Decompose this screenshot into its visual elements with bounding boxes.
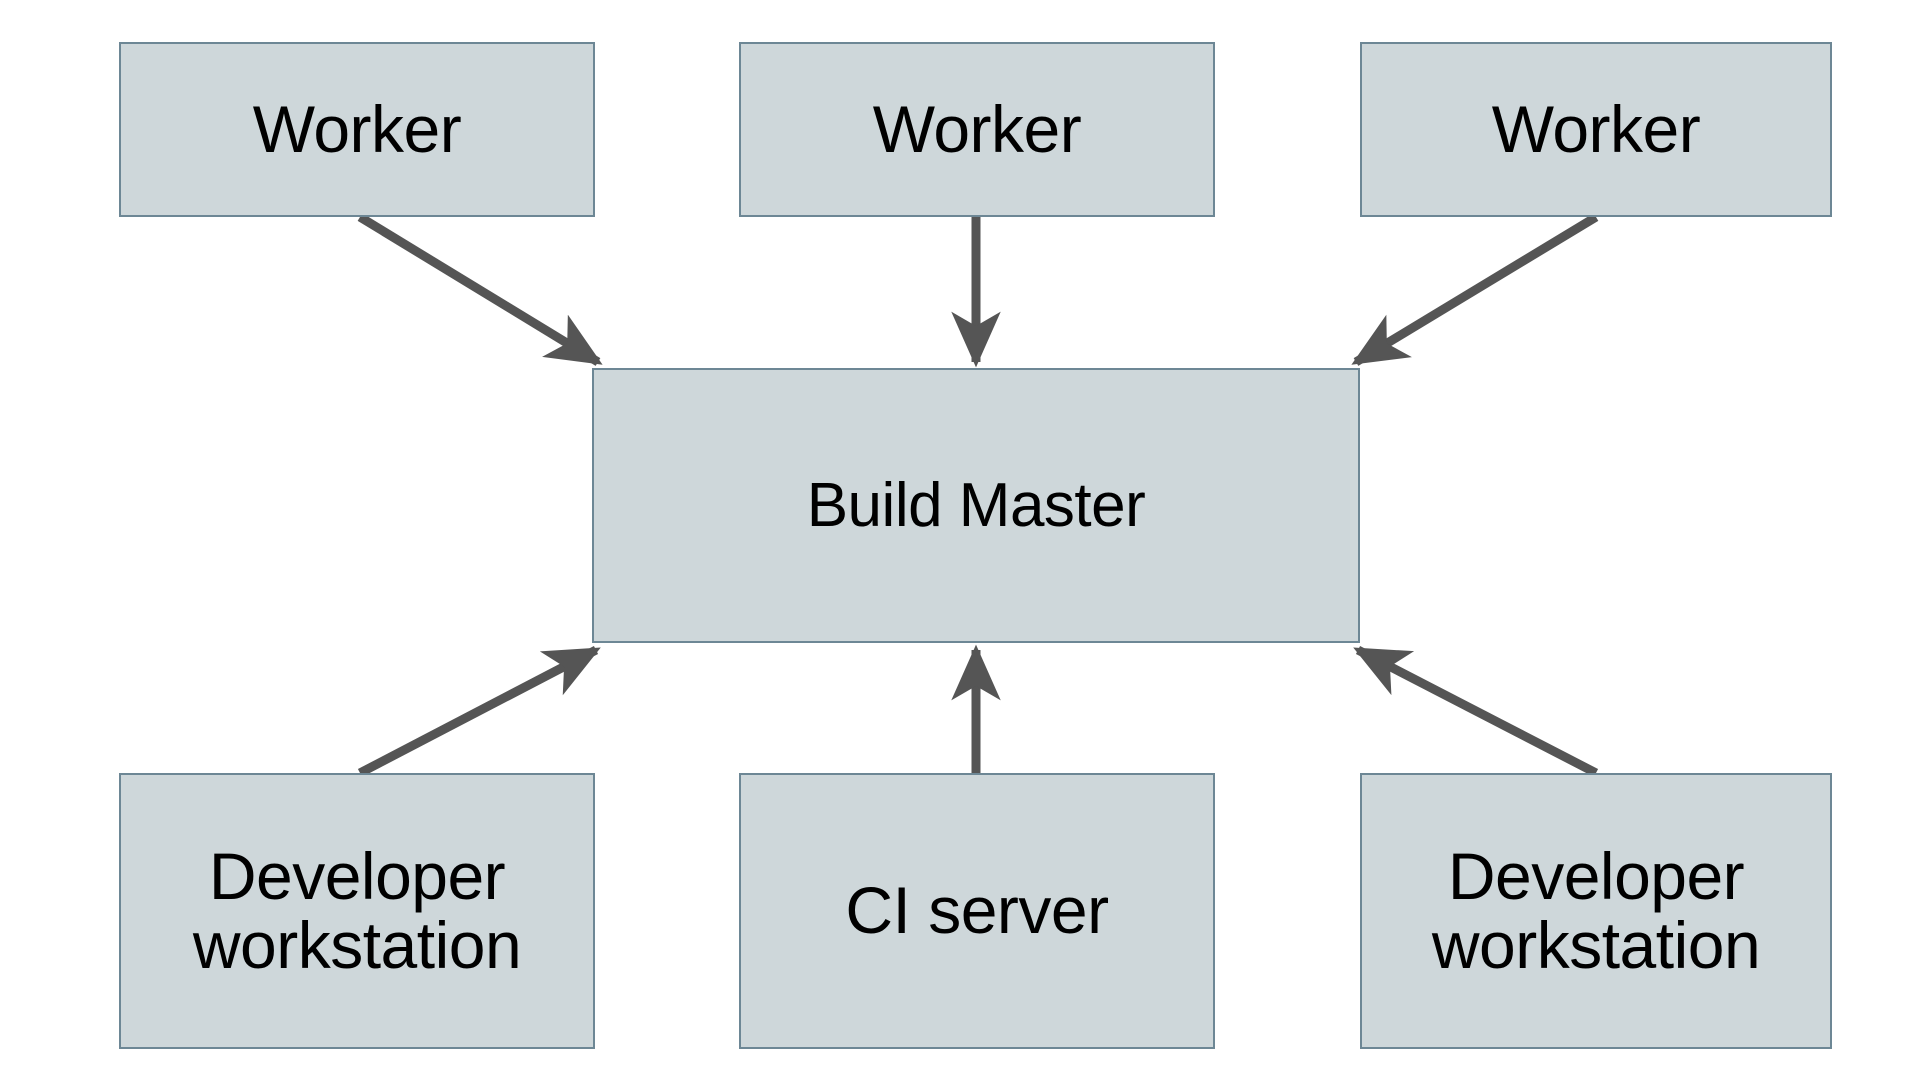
node-developer-workstation-left-label: Developer workstation: [192, 838, 522, 982]
node-developer-workstation-right[interactable]: Developer workstation: [1360, 773, 1832, 1049]
node-worker-1[interactable]: Worker: [119, 42, 595, 217]
node-build-master[interactable]: Build Master: [592, 368, 1360, 643]
edge-worker-3-to-build-master: [1351, 213, 1599, 366]
node-worker-3[interactable]: Worker: [1360, 42, 1832, 217]
node-worker-2-label: Worker: [872, 91, 1082, 166]
edge-dev-left-to-build-master: [357, 646, 601, 777]
edge-dev-right-to-build-master: [1353, 646, 1599, 777]
node-developer-workstation-left[interactable]: Developer workstation: [119, 773, 595, 1049]
node-developer-workstation-right-label: Developer workstation: [1431, 838, 1761, 982]
node-ci-server[interactable]: CI server: [739, 773, 1215, 1049]
edge-worker-1-to-build-master: [357, 213, 603, 366]
node-ci-server-label: CI server: [845, 873, 1109, 948]
node-worker-1-label: Worker: [252, 91, 462, 166]
node-worker-2[interactable]: Worker: [739, 42, 1215, 217]
node-worker-3-label: Worker: [1491, 91, 1701, 166]
node-build-master-label: Build Master: [806, 470, 1146, 540]
